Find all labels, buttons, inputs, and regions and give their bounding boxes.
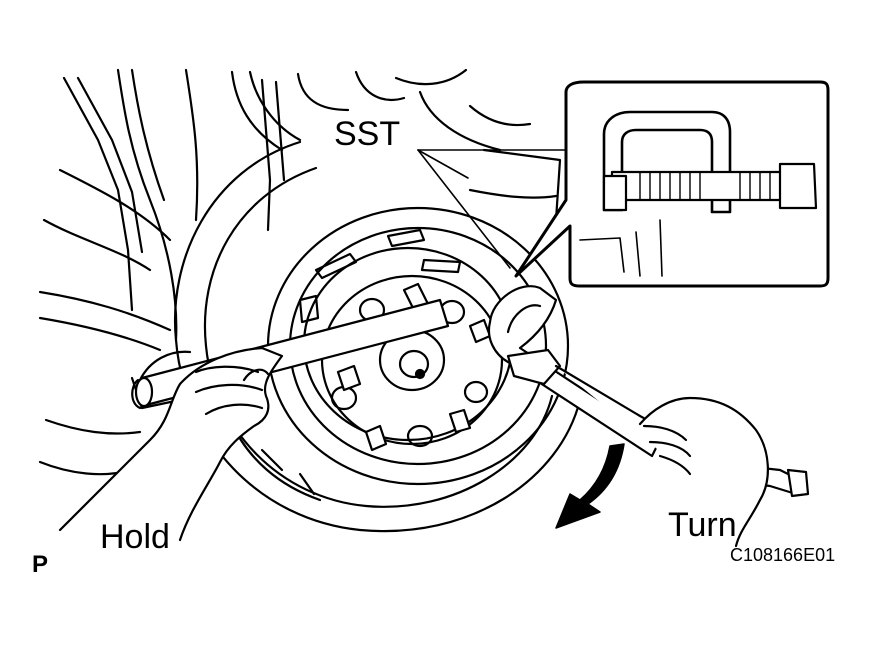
brake-shoe-slots [298, 228, 462, 324]
left-hand [58, 346, 284, 542]
hold-label: Hold [100, 518, 170, 556]
position-marker-label: P [32, 551, 49, 578]
turn-label: Turn [668, 506, 737, 544]
sst-label: SST [334, 115, 401, 153]
figure-code-label: C108166E01 [730, 545, 836, 565]
right-hand [638, 396, 769, 548]
detail-callout [514, 80, 830, 288]
turn-wrench [487, 285, 810, 498]
curved-arrow-down-left-icon [555, 443, 625, 529]
wheel-hub [320, 274, 504, 452]
